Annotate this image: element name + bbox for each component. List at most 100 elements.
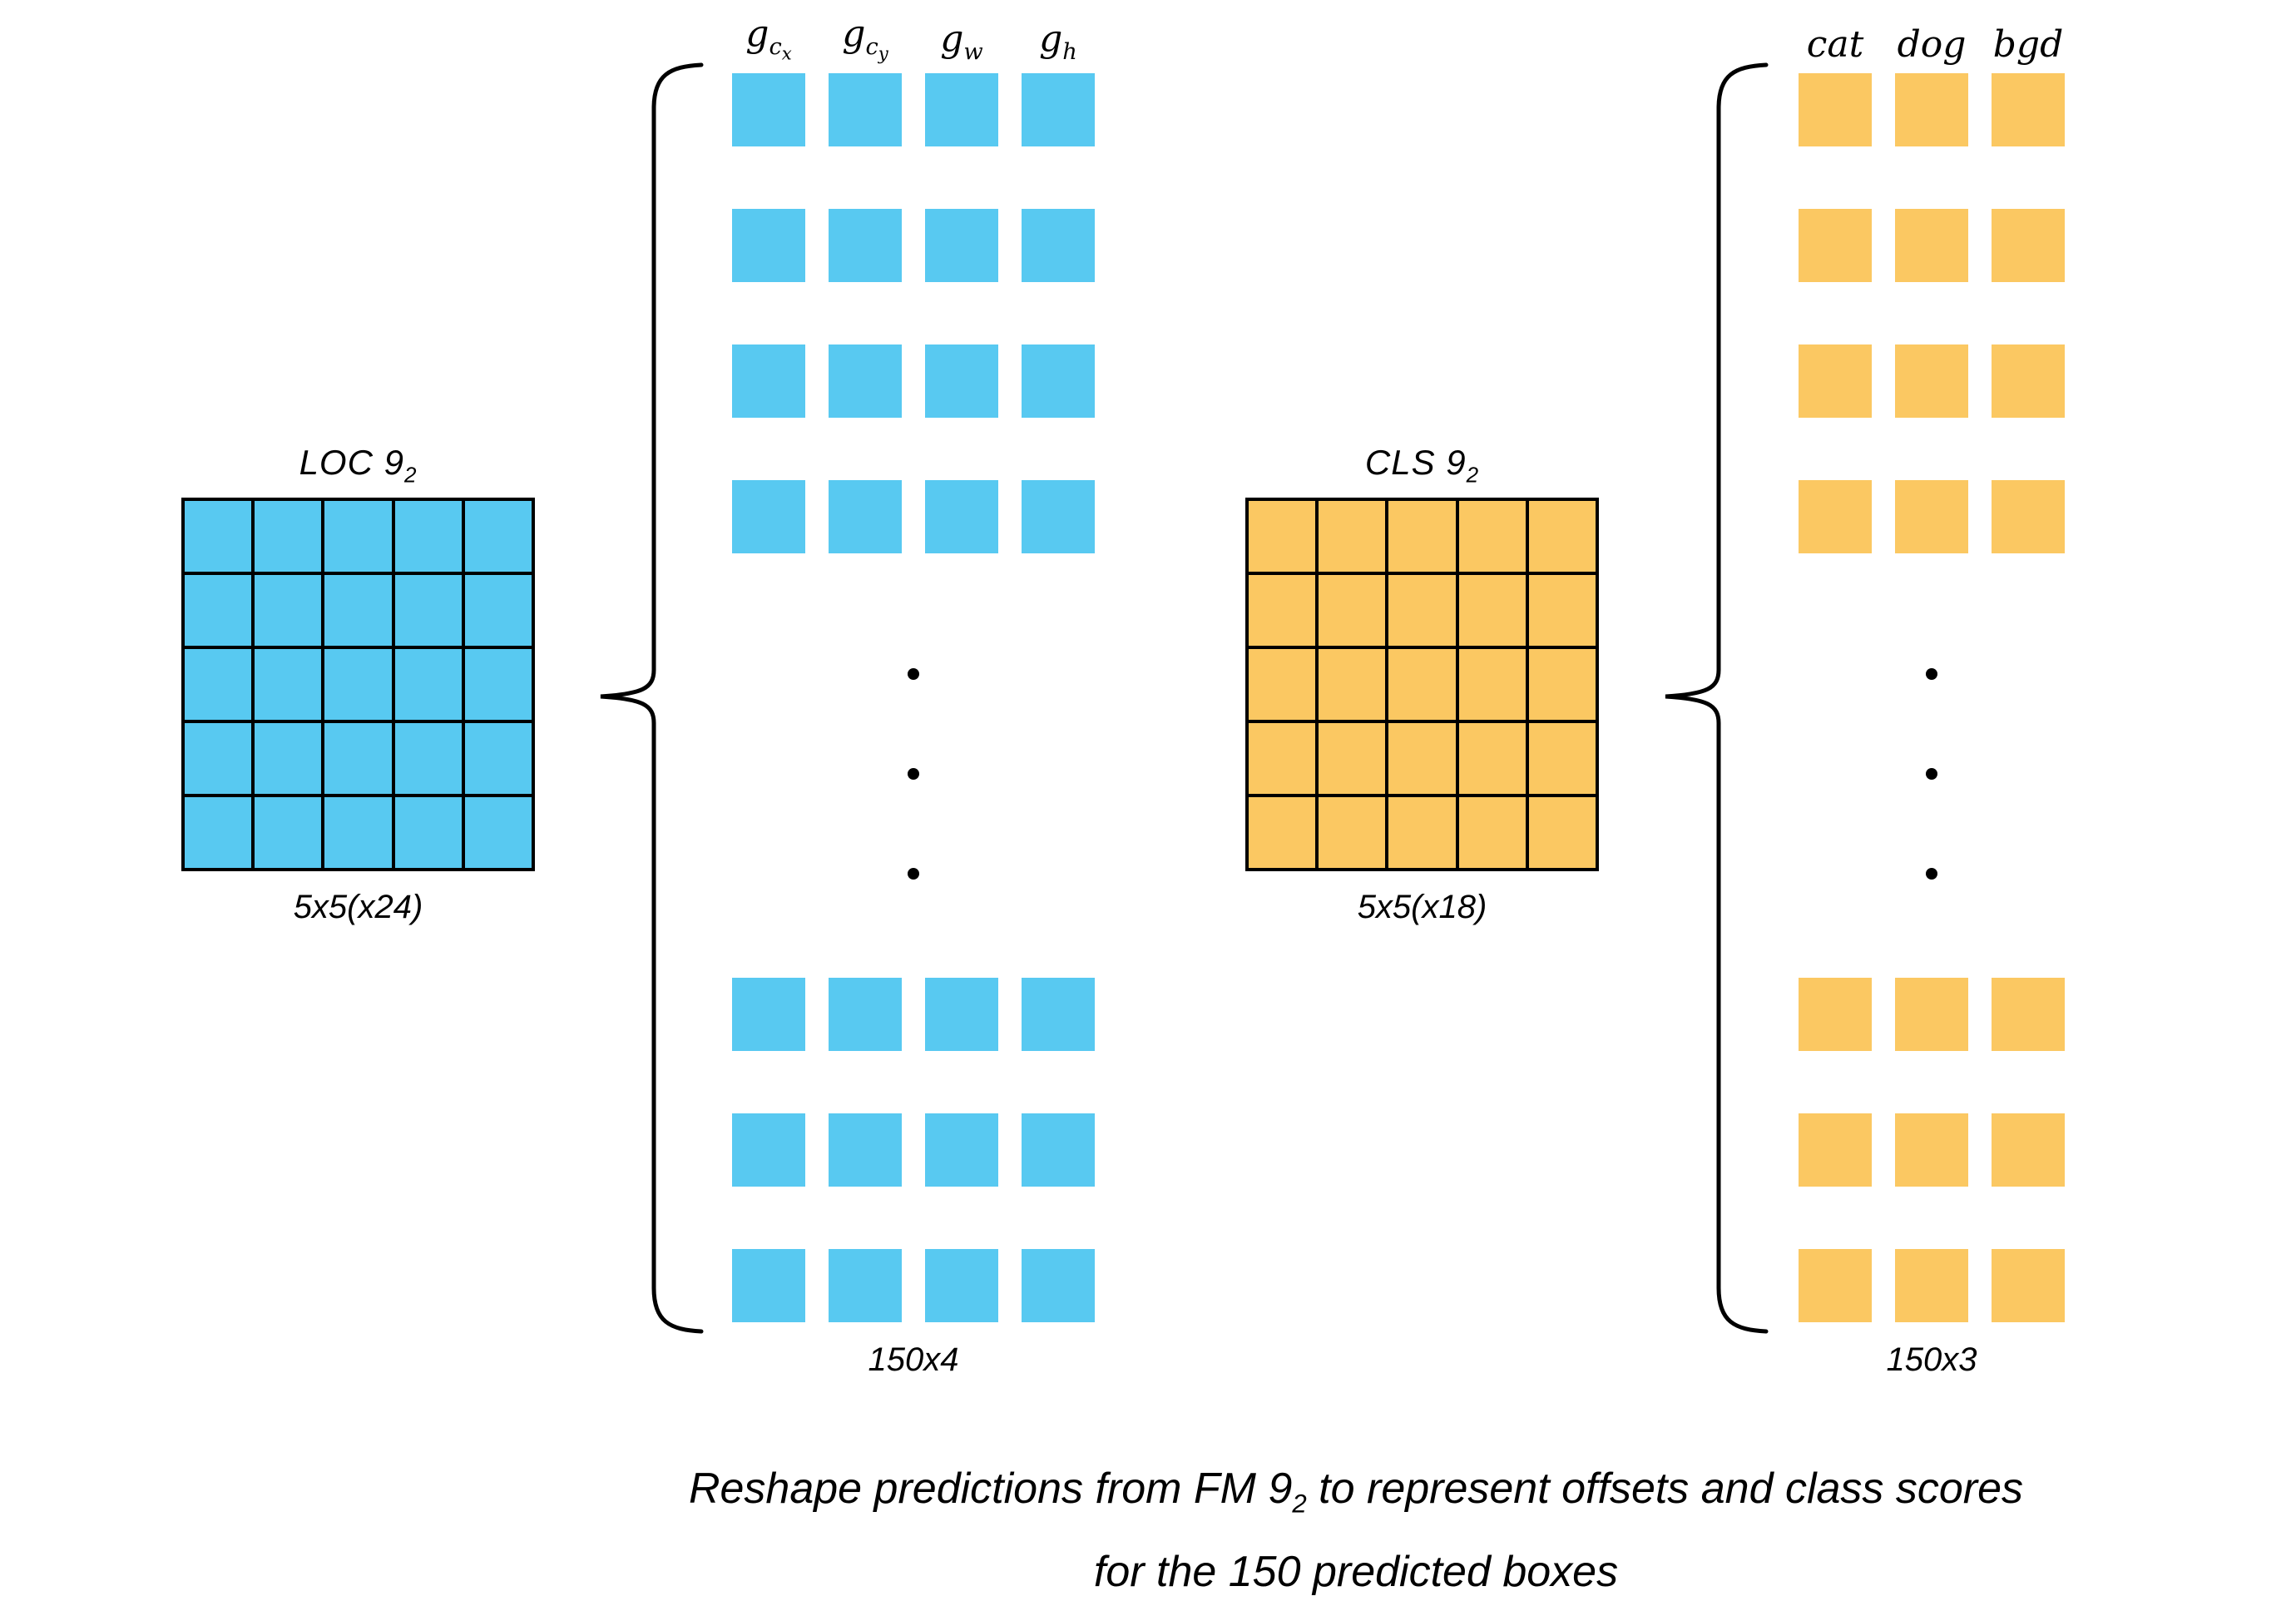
feature-map-cell (393, 721, 463, 796)
feature-map-cell (1387, 647, 1457, 721)
prediction-cell (1992, 344, 2065, 418)
feature-map-cell (183, 647, 254, 721)
loc-reshaped-columns: gcx gcy gw gh 150x4 (732, 0, 1095, 1415)
feature-map-cell (463, 796, 533, 870)
prediction-cell (1022, 480, 1095, 553)
prediction-cell (829, 978, 902, 1051)
prediction-cell (925, 978, 998, 1051)
caption-line-1-pre: Reshape predictions from FM 9 (688, 1465, 1293, 1513)
prediction-cell (732, 978, 805, 1051)
loc-grid-size-label: 5x5(x24) (293, 889, 423, 925)
feature-map-cell (1457, 573, 1527, 647)
ellipsis-dot (1926, 668, 1937, 680)
feature-map-cell (463, 647, 533, 721)
column-header: cat (1806, 23, 1864, 66)
feature-map-cell (323, 796, 393, 870)
loc-ellipsis-dots (732, 668, 1095, 880)
prediction-row (732, 1249, 1095, 1322)
feature-map-cell (1457, 647, 1527, 721)
loc-grid-title-text: LOC 9 (299, 443, 404, 482)
feature-map-cell (1317, 499, 1388, 573)
feature-map-cell (1247, 796, 1318, 870)
prediction-cell (1799, 1249, 1872, 1322)
prediction-cell (732, 480, 805, 553)
prediction-cell (1895, 73, 1968, 146)
column-header: dog (1897, 23, 1967, 66)
prediction-cell (1022, 1113, 1095, 1187)
column-header: gh (1039, 17, 1077, 65)
prediction-cell (1799, 1113, 1872, 1187)
feature-map-cell (1527, 499, 1597, 573)
feature-map-cell (1457, 796, 1527, 870)
ellipsis-dot (908, 668, 919, 680)
feature-map-cell (183, 721, 254, 796)
column-header: gcx (745, 12, 792, 65)
feature-map-cell (463, 499, 533, 573)
cls-grid-size-label: 5x5(x18) (1357, 889, 1487, 925)
feature-map-cell (1317, 647, 1388, 721)
cls-feature-map-grid (1245, 498, 1599, 871)
prediction-row (732, 73, 1095, 146)
feature-map-cell (1457, 721, 1527, 796)
feature-map-cell (1247, 647, 1318, 721)
feature-map-cell (393, 647, 463, 721)
caption-line-2: for the 150 predicted boxes (1093, 1548, 1619, 1597)
feature-map-cell (1387, 499, 1457, 573)
prediction-cell (732, 1249, 805, 1322)
prediction-cell (732, 73, 805, 146)
ellipsis-dot (1926, 768, 1937, 780)
prediction-cell (1895, 480, 1968, 553)
feature-map-cell (1317, 796, 1388, 870)
loc-grid-title-subscript: 2 (403, 462, 418, 488)
caption: Reshape predictions from FM 92 to repres… (416, 1455, 2296, 1606)
feature-map-cell (393, 499, 463, 573)
prediction-row (1799, 1113, 2065, 1187)
loc-prediction-rows-bottom (732, 978, 1095, 1322)
prediction-row (732, 344, 1095, 418)
feature-map-cell (1387, 573, 1457, 647)
feature-map-cell (1527, 573, 1597, 647)
feature-map-cell (1247, 499, 1318, 573)
feature-map-cell (1527, 721, 1597, 796)
prediction-cell (1992, 1249, 2065, 1322)
prediction-row (1799, 344, 2065, 418)
right-brace-icon (1665, 62, 1769, 1334)
column-header: bgd (1992, 23, 2064, 66)
feature-map-cell (253, 721, 324, 796)
feature-map-cell (1527, 796, 1597, 870)
loc-matrix-shape-label: 150x4 (868, 1341, 959, 1378)
loc-prediction-rows-top (732, 73, 1095, 553)
cls-grid-title-subscript: 2 (1466, 462, 1480, 488)
feature-map-cell (463, 573, 533, 647)
column-header: gcy (842, 12, 888, 65)
prediction-cell (1022, 1249, 1095, 1322)
feature-map-cell (1527, 647, 1597, 721)
prediction-row (732, 978, 1095, 1051)
prediction-row (732, 209, 1095, 282)
prediction-cell (732, 209, 805, 282)
ellipsis-dot (908, 768, 919, 780)
prediction-row (1799, 209, 2065, 282)
feature-map-cell (1247, 721, 1318, 796)
feature-map-cell (463, 721, 533, 796)
prediction-cell (732, 344, 805, 418)
prediction-cell (1992, 978, 2065, 1051)
prediction-cell (1022, 73, 1095, 146)
feature-map-cell (1247, 573, 1318, 647)
column-header: gw (940, 17, 983, 65)
prediction-cell (1799, 978, 1872, 1051)
prediction-cell (1799, 344, 1872, 418)
prediction-cell (1799, 480, 1872, 553)
prediction-cell (732, 1113, 805, 1187)
prediction-cell (1992, 1113, 2065, 1187)
prediction-cell (925, 209, 998, 282)
feature-map-cell (1387, 796, 1457, 870)
prediction-cell (829, 209, 902, 282)
prediction-row (1799, 480, 2065, 553)
prediction-cell (1895, 209, 1968, 282)
cls-prediction-rows-bottom (1799, 978, 2065, 1322)
feature-map-cell (323, 647, 393, 721)
feature-map-cell (1317, 573, 1388, 647)
